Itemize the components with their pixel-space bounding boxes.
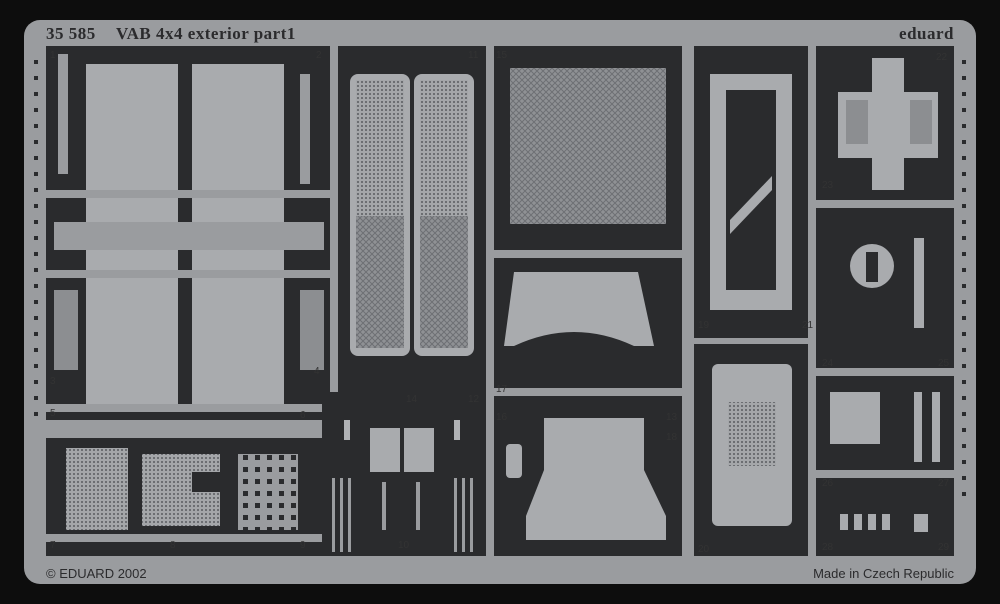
part-number: 21 <box>802 320 814 331</box>
part-number: 2 <box>316 50 322 61</box>
copyright-text: © EDUARD 2002 <box>46 566 147 581</box>
part-number: 1 <box>50 50 56 61</box>
part-number: 27 <box>938 478 950 489</box>
brand-logo-text: eduard <box>899 24 954 43</box>
door-panel-section <box>46 46 330 434</box>
lower-frame-section <box>694 344 808 556</box>
part-number: 23 <box>822 180 834 191</box>
catalog-number: 35 585 <box>46 24 96 43</box>
fret-artwork <box>34 46 966 556</box>
part-number: 17 <box>496 384 508 395</box>
tall-grilles-section <box>338 46 486 392</box>
square-mesh-section <box>494 46 682 250</box>
shield-plate-section <box>494 396 682 556</box>
part-number: 19 <box>698 320 710 331</box>
part-number: 6 <box>300 410 306 421</box>
left-perforation <box>34 60 38 416</box>
part-number: 7 <box>50 540 56 551</box>
part-number: 29 <box>938 542 950 553</box>
part-number: 28 <box>822 542 834 553</box>
part-number: 13 <box>666 412 678 423</box>
part-number: 8 <box>170 540 176 551</box>
part-number: 10 <box>398 540 410 551</box>
part-number: 4 <box>314 366 320 377</box>
fret-title: VAB 4x4 exterior part1 <box>116 24 296 43</box>
part-number: 9 <box>300 540 306 551</box>
hatch-parts-section <box>816 46 954 556</box>
part-number: 12 <box>468 394 480 405</box>
part-number: 20 <box>698 544 710 555</box>
part-number: 18 <box>666 432 678 443</box>
part-number: 16 <box>496 412 508 423</box>
part-number: 26 <box>822 478 834 489</box>
mesh-plates-section <box>46 438 322 556</box>
part-number: 5 <box>50 408 56 419</box>
right-perforation <box>962 60 966 496</box>
cover-plate-section <box>494 258 682 388</box>
part-number: 14 <box>406 394 418 405</box>
part-number: 3 <box>50 376 56 387</box>
small-parts-section <box>322 392 486 556</box>
part-number: 11 <box>468 50 479 61</box>
part-number: 15 <box>496 50 508 61</box>
part-number: 24 <box>822 358 834 369</box>
frame-section <box>694 46 808 338</box>
photo-etch-fret: 35 585 VAB 4x4 exterior part1 eduard © E… <box>24 20 976 584</box>
part-number: 22 <box>936 52 948 63</box>
part-number: 25 <box>938 358 950 369</box>
origin-text: Made in Czech Republic <box>813 566 954 581</box>
